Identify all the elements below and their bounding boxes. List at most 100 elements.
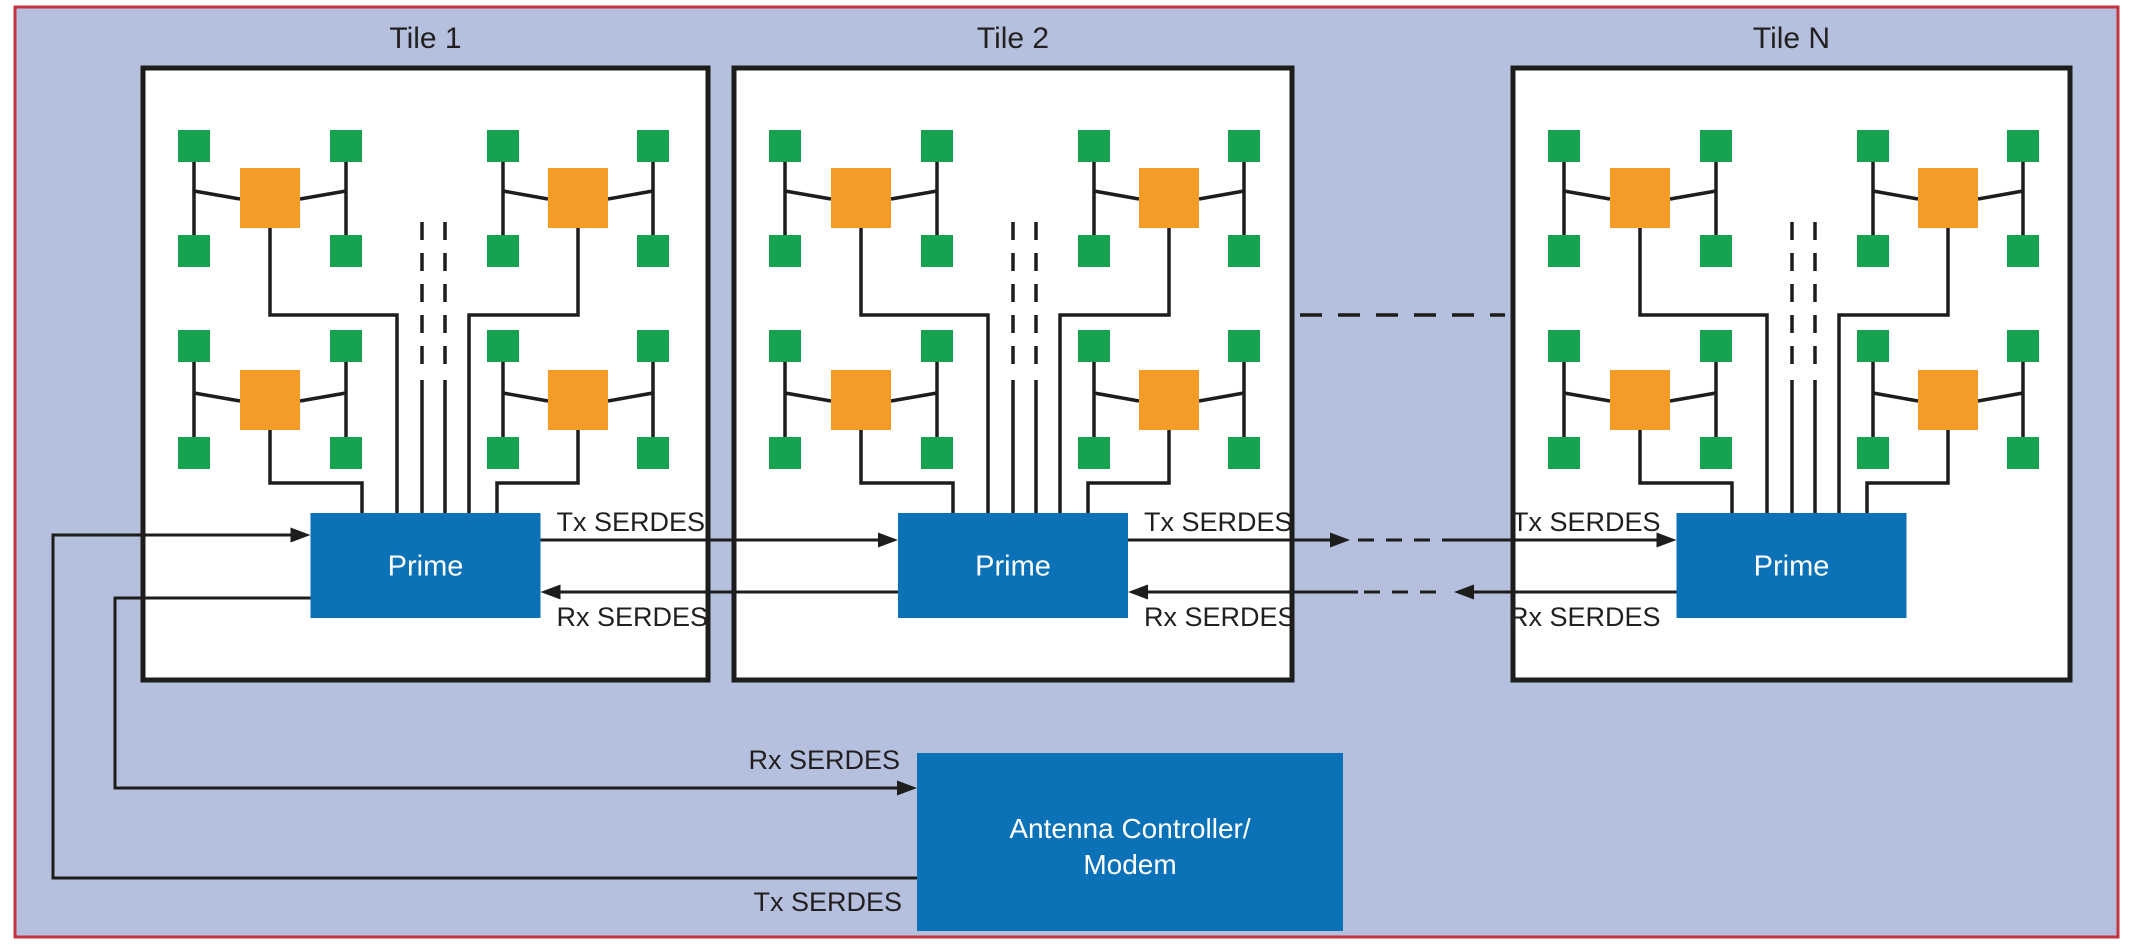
tx-link-arrowhead (878, 532, 898, 548)
antenna-element-square (178, 235, 210, 267)
antenna-element-square (1078, 330, 1110, 362)
serdes-links (540, 313, 1677, 600)
antenna-element-square (637, 330, 669, 362)
element-feed-line (1563, 391, 1611, 403)
modem-tx-serdes-label: Tx SERDES (753, 887, 902, 917)
element-feed-line (193, 391, 241, 403)
tile-2-rx-serdes-label: Rx SERDES (1144, 602, 1296, 632)
antenna-element-square (637, 130, 669, 162)
antenna-controller-modem-box (917, 753, 1343, 931)
modem-tx-serdes-line (51, 533, 917, 880)
rx-link-arrowhead (1454, 584, 1474, 600)
antenna-element-square (330, 130, 362, 162)
beamformer-to-prime-line (1638, 228, 1769, 513)
antenna-element-square (1548, 330, 1580, 362)
element-feed-line (784, 391, 832, 403)
beamformer-square (1918, 168, 1978, 228)
element-feed-line (1563, 189, 1611, 201)
tx-link-arrowhead (1656, 532, 1677, 548)
beamformer-to-prime-line (1638, 430, 1734, 513)
tile-1-prime-box (310, 513, 541, 618)
antenna-element-square (1548, 437, 1580, 469)
antenna-element-square (1228, 235, 1260, 267)
tx-link-arrowhead (290, 527, 311, 543)
beamformer-square (1139, 370, 1199, 430)
element-feed-line (299, 391, 347, 403)
antenna-element-square (487, 130, 519, 162)
element-feed-line (1198, 189, 1245, 201)
rx-link-arrowhead (540, 584, 561, 600)
tx-link-arrowhead (1330, 532, 1350, 548)
antenna-element-square (769, 235, 801, 267)
antenna-element-square (921, 130, 953, 162)
element-feed-line (607, 391, 654, 403)
tile-2-title: Tile 2 (977, 22, 1049, 55)
tile-2-tx-serdes-label: Tx SERDES (1144, 507, 1293, 537)
beamformer-square (240, 370, 300, 430)
antenna-controller-modem-group: Antenna Controller/Modem Rx SERDES Tx SERD… (51, 527, 1343, 931)
antenna-element-square (2007, 130, 2039, 162)
antenna-element-square (2007, 437, 2039, 469)
element-feed-line (1669, 391, 1717, 403)
beamformer-square (1139, 168, 1199, 228)
beamformer-to-prime-line (1837, 228, 1950, 513)
antenna-element-square (1700, 330, 1732, 362)
rx-link-arrowhead (897, 780, 917, 796)
beamformer-to-prime-line (1865, 430, 1950, 513)
beamformer-to-prime-line (1086, 430, 1171, 513)
beamformer-to-prime-line (859, 228, 990, 513)
antenna-element-square (487, 235, 519, 267)
antenna-element-square (1700, 437, 1732, 469)
prime1-rx-serdes-line (113, 596, 899, 790)
beamformer-square (548, 370, 608, 430)
beamformer-to-prime-line (859, 430, 955, 513)
antenna-element-square (921, 235, 953, 267)
antenna-element-square (921, 437, 953, 469)
antenna-element-square (1700, 130, 1732, 162)
tile-n-prime-label: Prime (1754, 551, 1830, 583)
element-feed-line (1872, 391, 1919, 403)
beamformer-square (1918, 370, 1978, 430)
element-feed-line (1669, 189, 1717, 201)
beamformer-to-prime-line (495, 430, 580, 513)
tile-1-title: Tile 1 (389, 22, 461, 55)
antenna-element-square (1857, 235, 1889, 267)
antenna-element-square (178, 130, 210, 162)
antenna-element-square (1857, 130, 1889, 162)
element-feed-line (890, 391, 938, 403)
beamformer-square (548, 168, 608, 228)
tile-1-rx-serdes-label: Rx SERDES (557, 602, 709, 632)
antenna-element-square (637, 437, 669, 469)
antenna-element-square (769, 330, 801, 362)
tile-2-prime-box (898, 513, 1128, 618)
antenna-element-square (769, 130, 801, 162)
tile-n-tx-serdes-label: Tx SERDES (1512, 507, 1661, 537)
beamformer-square (240, 168, 300, 228)
element-feed-line (502, 189, 549, 201)
beamformer-square (831, 168, 891, 228)
element-feed-line (890, 189, 938, 201)
element-feed-line (1977, 391, 2024, 403)
beamformer-to-prime-line (467, 228, 580, 513)
beamformer-square (1610, 168, 1670, 228)
antenna-element-square (2007, 330, 2039, 362)
antenna-element-square (1700, 235, 1732, 267)
tile-2-prime-label: Prime (975, 551, 1051, 583)
antenna-controller-modem-label-line1: Antenna Controller/ (1009, 813, 1250, 844)
antenna-element-square (1078, 437, 1110, 469)
tile-1-tx-serdes-label: Tx SERDES (557, 507, 706, 537)
antenna-element-square (1228, 130, 1260, 162)
beamformer-to-prime-line (1058, 228, 1171, 513)
antenna-controller-modem-label-line2: Modem (1083, 849, 1176, 880)
element-feed-line (1977, 189, 2024, 201)
antenna-element-square (1548, 130, 1580, 162)
beamformer-square (1610, 370, 1670, 430)
antenna-element-square (2007, 235, 2039, 267)
rx-link-arrowhead (1128, 584, 1148, 600)
tile-n-prime-box (1676, 513, 1907, 618)
antenna-element-square (1857, 330, 1889, 362)
antenna-element-square (1078, 130, 1110, 162)
